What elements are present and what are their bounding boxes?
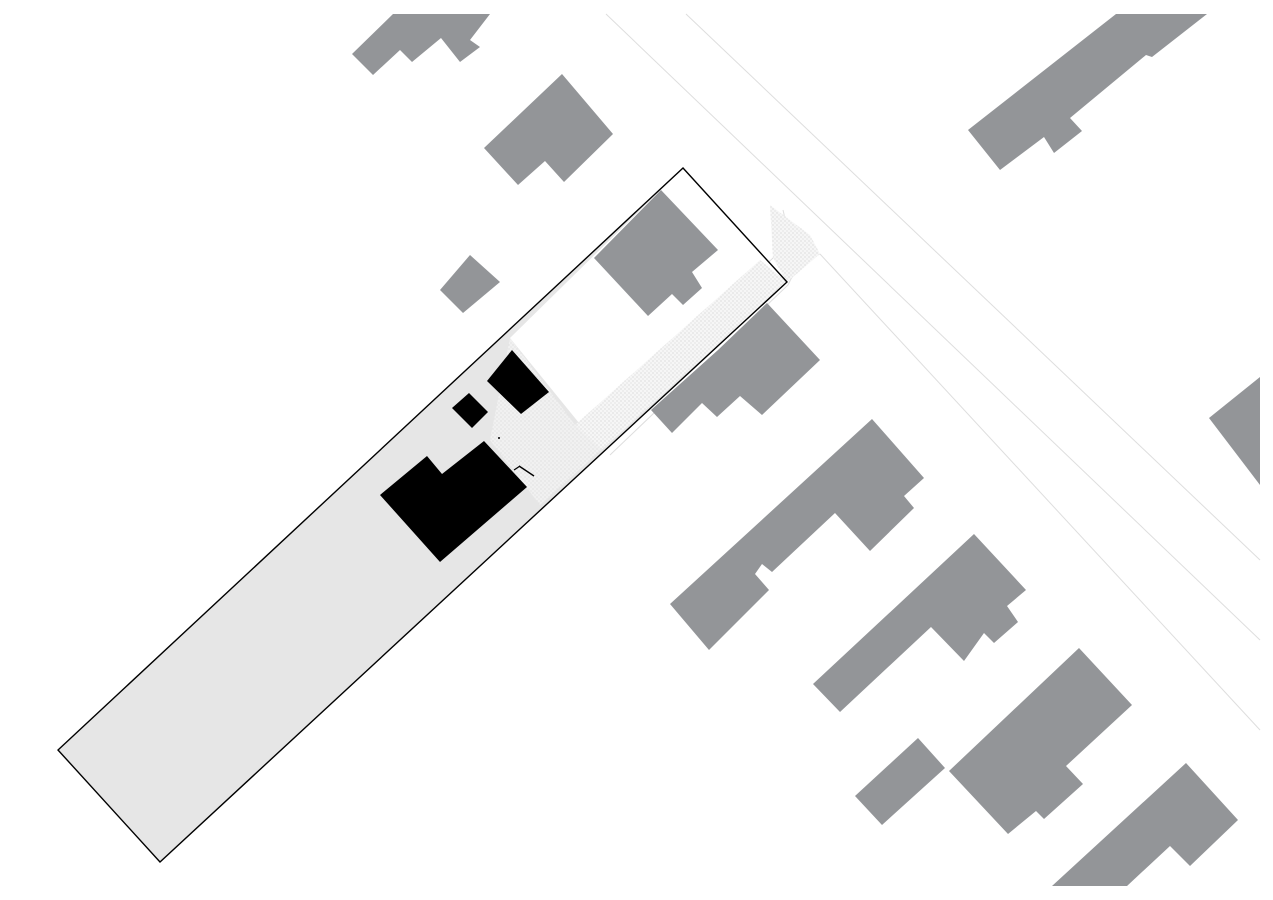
neighbor-building <box>968 14 1207 170</box>
street-edge-line <box>685 13 1261 561</box>
neighbor-building <box>1209 377 1260 485</box>
neighbor-building <box>813 534 1026 712</box>
main-house-footprint <box>380 441 527 562</box>
neighbor-building <box>651 303 820 433</box>
paved-driveway <box>575 260 787 450</box>
street-edge-line <box>605 13 1261 641</box>
neighbor-building <box>594 190 718 316</box>
neighbor-building <box>949 648 1132 834</box>
neighbor-building <box>855 738 945 825</box>
paved-entrance <box>770 205 820 282</box>
subject-buildings <box>380 350 549 562</box>
neighbor-building <box>670 419 924 650</box>
neighbor-building <box>484 74 613 185</box>
wall-marker <box>513 465 521 471</box>
neighbor-building <box>440 255 500 313</box>
neighbor-building <box>352 14 490 75</box>
street-edge-line <box>819 253 1261 731</box>
shed-footprint <box>452 393 488 428</box>
wall-marker <box>518 465 535 477</box>
plot-boundary <box>57 167 788 863</box>
neighbor-buildings <box>352 14 1260 886</box>
annex-footprint <box>487 350 549 414</box>
neighbor-building <box>1052 763 1238 886</box>
point-marker <box>498 437 500 439</box>
